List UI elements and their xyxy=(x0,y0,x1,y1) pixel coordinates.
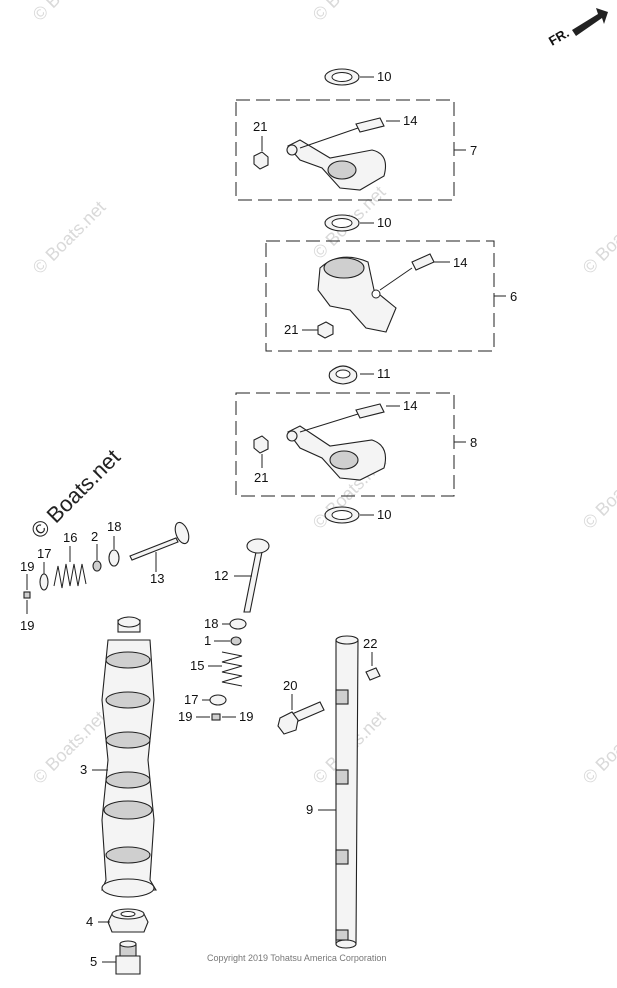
valve-group-left: 13 18 2 16 17 19 19 xyxy=(20,519,190,633)
washer-10-middle: 10 xyxy=(324,214,391,232)
callout-19: 19 xyxy=(20,618,34,633)
callout-1: 1 xyxy=(204,633,211,648)
watermark-text: © Boats.net xyxy=(579,197,617,278)
watermark-text: © Boats.net xyxy=(309,0,390,25)
rocker-arm-assembly-8: 8 14 21 xyxy=(235,392,477,497)
watermark-text: © Boats.net xyxy=(29,707,110,788)
callout-17: 17 xyxy=(184,692,198,707)
washer-10-bottom: 10 xyxy=(324,506,391,524)
washer-10-top: 10 xyxy=(324,68,391,86)
watermark-text: © Boats.net xyxy=(29,197,110,278)
callout-14: 14 xyxy=(403,398,417,413)
pin-22: 22 xyxy=(363,636,381,681)
camshaft-gear: 4 xyxy=(86,908,149,933)
valve-group-middle: 12 18 1 15 17 19 19 xyxy=(178,538,270,724)
callout-20: 20 xyxy=(283,678,297,693)
front-direction-arrow: FR. xyxy=(546,8,608,49)
callout-19: 19 xyxy=(178,709,192,724)
callout-16: 16 xyxy=(63,530,77,545)
callout-12: 12 xyxy=(214,568,228,583)
callout-19: 19 xyxy=(239,709,253,724)
callout-21: 21 xyxy=(254,470,268,485)
callout-11: 11 xyxy=(377,366,391,381)
bolt-20: 20 xyxy=(277,678,325,735)
arrow-icon xyxy=(572,8,608,36)
callout-14: 14 xyxy=(453,255,467,270)
watermark-text: © Boats.net xyxy=(579,707,617,788)
bushing: 5 xyxy=(90,940,141,975)
callout-18: 18 xyxy=(204,616,218,631)
callout-14: 14 xyxy=(403,113,417,128)
callout-5: 5 xyxy=(90,954,97,969)
callout-15: 15 xyxy=(190,658,204,673)
callout-6: 6 xyxy=(510,289,517,304)
callout-19: 19 xyxy=(20,559,34,574)
rocker-shaft: 9 xyxy=(306,635,359,949)
watermark-text: © Boats.net xyxy=(579,452,617,533)
callout-10: 10 xyxy=(377,69,391,84)
callout-8: 8 xyxy=(470,435,477,450)
callout-13: 13 xyxy=(150,571,164,586)
callout-10: 10 xyxy=(377,215,391,230)
watermark-text: © Boats.net xyxy=(29,0,110,25)
callout-4: 4 xyxy=(86,914,93,929)
callout-3: 3 xyxy=(80,762,87,777)
camshaft: 3 xyxy=(80,616,157,898)
callout-9: 9 xyxy=(306,802,313,817)
callout-18: 18 xyxy=(107,519,121,534)
callout-22: 22 xyxy=(363,636,377,651)
callout-17: 17 xyxy=(37,546,51,561)
washer-11: 11 xyxy=(328,365,391,385)
rocker-arm-assembly-7: 7 14 21 xyxy=(235,99,477,201)
callout-21: 21 xyxy=(284,322,298,337)
front-label: FR. xyxy=(546,25,572,48)
callout-2: 2 xyxy=(91,529,98,544)
callout-7: 7 xyxy=(470,143,477,158)
copyright-notice: Copyright 2019 Tohatsu America Corporati… xyxy=(207,953,386,963)
callout-21: 21 xyxy=(253,119,267,134)
rocker-arm-assembly-6: 6 14 21 xyxy=(265,240,517,352)
callout-10: 10 xyxy=(377,507,391,522)
